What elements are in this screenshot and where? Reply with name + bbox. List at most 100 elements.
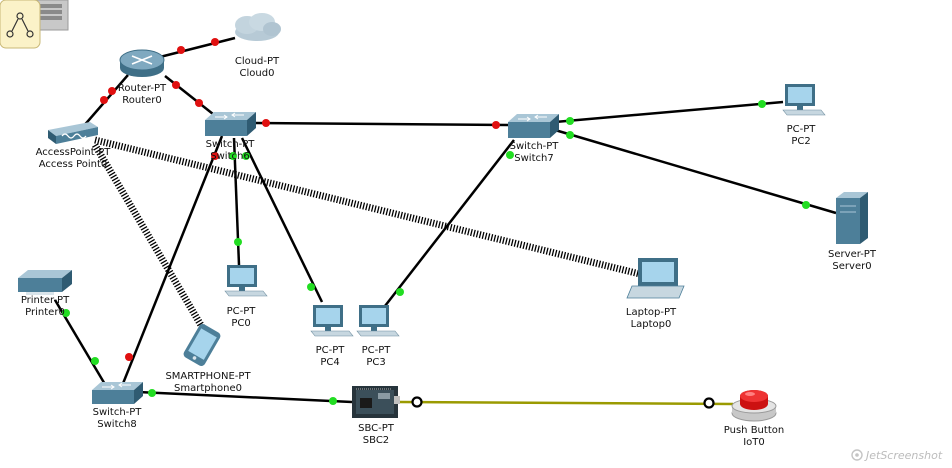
device-name-label: Cloud0 (240, 68, 275, 79)
link-status-dot-down (262, 119, 270, 127)
link-status-dot-up (566, 117, 574, 125)
device-name-label: Printer0 (25, 307, 65, 318)
device-name-label: Switch8 (97, 419, 136, 430)
link-status-dot-up (758, 100, 766, 108)
device-type-label: PC-PT (227, 306, 257, 317)
link-status-dot-down (125, 353, 133, 361)
device-type-label: SMARTPHONE-PT (165, 371, 251, 382)
link-status-dot-up (566, 131, 574, 139)
switch-icon (508, 114, 559, 138)
device-type-label: Router-PT (118, 83, 167, 94)
device-type-label: AccessPoint-PT (36, 147, 112, 158)
device-name-label: Switch6 (210, 151, 249, 162)
link-status-dot-down (177, 46, 185, 54)
device-type-label: SBC-PT (358, 423, 395, 434)
device-server0[interactable]: Server-PT Server0 (828, 192, 877, 272)
sbc-board-icon (352, 386, 400, 418)
device-type-label: PC-PT (362, 345, 392, 356)
link-status-dot-down (172, 81, 180, 89)
pc-icon (310, 305, 354, 337)
link-status-dot-down (195, 99, 203, 107)
link-switch6-switch7[interactable] (254, 121, 509, 127)
device-type-label: Laptop-PT (626, 307, 677, 318)
link-status-dot-down (100, 96, 108, 104)
device-name-label: Access Point0 (39, 159, 108, 170)
iot-port-ring (703, 397, 715, 409)
device-printer0[interactable]: Printer-PT Printer0 (18, 270, 72, 318)
device-name-label: Router0 (122, 95, 162, 106)
link-status-dot-up (242, 152, 250, 160)
device-cloud0[interactable]: Cloud-PT Cloud0 (235, 13, 281, 79)
device-name-label: PC2 (791, 136, 810, 147)
device-pc0[interactable]: PC-PT PC0 (224, 265, 268, 329)
pc-icon (224, 265, 268, 297)
link-switch7-pc3[interactable] (384, 139, 515, 307)
device-router0[interactable]: Router-PT Router0 (118, 49, 167, 106)
link-status-dot-up (62, 309, 70, 317)
cloud-icon (235, 13, 281, 41)
link-status-dot-up (396, 288, 404, 296)
link-status-dot-up (234, 238, 242, 246)
link-switch7-pc2[interactable] (554, 100, 784, 124)
link-status-dot-down (211, 152, 219, 160)
device-name-label: PC4 (320, 357, 339, 368)
device-name-label: PC0 (231, 318, 250, 329)
watermark-text: JetScreenshot (864, 449, 943, 462)
pc-icon (356, 305, 400, 337)
device-name-label: Switch7 (514, 153, 553, 164)
link-status-dot-up (229, 152, 237, 160)
device-type-label: Switch-PT (510, 141, 560, 152)
link-switch7-server0[interactable] (554, 128, 837, 215)
link-switch6-pc4[interactable] (240, 137, 324, 303)
device-name-label: IoT0 (743, 437, 765, 448)
wireless-link-ap0-smartphone0 (91, 143, 209, 334)
switch-icon (92, 382, 143, 404)
device-name-label: PC3 (366, 357, 385, 368)
router-icon (119, 49, 165, 77)
push-button-icon (731, 390, 777, 422)
server-icon (836, 192, 868, 244)
iot-port-ring (411, 396, 423, 408)
logical-view-icon[interactable] (0, 0, 69, 49)
device-laptop0[interactable]: Laptop-PT Laptop0 (626, 258, 685, 330)
link-status-dot-down (211, 38, 219, 46)
device-access-point0[interactable]: AccessPoint-PT Access Point0 (36, 122, 112, 170)
device-switch8[interactable]: Switch-PT Switch8 (92, 382, 143, 430)
link-status-dot-down (492, 121, 500, 129)
device-type-label: PC-PT (787, 124, 817, 135)
iot-link-sbc2-iot0[interactable] (399, 400, 734, 406)
link-status-dots (62, 38, 810, 409)
device-name-label: Smartphone0 (174, 383, 242, 394)
link-status-dot-up (148, 389, 156, 397)
link-status-dot-up (802, 201, 810, 209)
link-router0-switch6[interactable] (164, 75, 219, 119)
device-iot0[interactable]: Push Button IoT0 (724, 390, 784, 448)
link-status-dot-up (91, 357, 99, 365)
pc-icon (782, 84, 826, 116)
switch-icon (205, 112, 256, 136)
device-type-label: Cloud-PT (235, 56, 280, 67)
device-pc4[interactable]: PC-PT PC4 (310, 305, 354, 368)
device-type-label: Push Button (724, 425, 784, 436)
device-type-label: PC-PT (316, 345, 346, 356)
links (53, 36, 837, 406)
device-sbc2[interactable]: SBC-PT SBC2 (352, 386, 400, 446)
device-pc3[interactable]: PC-PT PC3 (356, 305, 400, 368)
device-smartphone0[interactable]: SMARTPHONE-PT Smartphone0 (165, 323, 251, 394)
printer-icon (18, 270, 72, 295)
wireless-link-ap0-laptop0 (94, 136, 641, 278)
device-switch7[interactable]: Switch-PT Switch7 (508, 114, 559, 164)
link-status-dot-up (506, 151, 514, 159)
link-switch6-switch8[interactable] (120, 135, 224, 387)
link-status-dot-down (108, 87, 116, 95)
link-status-dot-up (307, 283, 315, 291)
access-point-icon (48, 122, 98, 144)
watermark: JetScreenshot (851, 449, 943, 462)
device-type-label: Switch-PT (93, 407, 143, 418)
link-switch8-sbc2[interactable] (137, 390, 353, 404)
smartphone-icon (183, 324, 221, 366)
device-type-label: Printer-PT (21, 295, 70, 306)
device-pc2[interactable]: PC-PT PC2 (782, 84, 826, 147)
device-switch6[interactable]: Switch-PT Switch6 (205, 112, 256, 162)
